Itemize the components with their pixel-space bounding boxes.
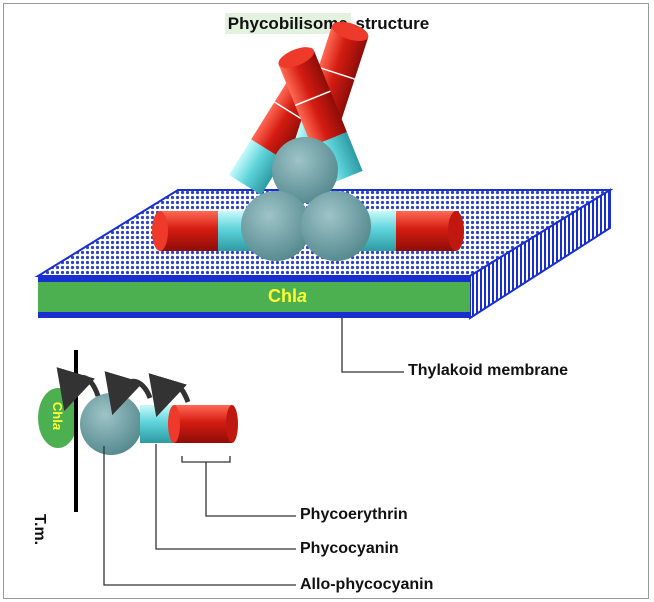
title-rest: structure [350, 14, 430, 33]
title-highlight: Phycobilisome [224, 13, 351, 34]
allophycocyanin-core [241, 137, 371, 261]
label-thylakoid-membrane: Thylakoid membrane [408, 362, 569, 379]
label-phycocyanin: Phycocyanin [300, 540, 399, 557]
chla-text: Chl [268, 286, 297, 306]
chlorophyll-layer [38, 282, 470, 312]
chla-italic: a [297, 286, 308, 306]
chla-side-italic: a [50, 422, 65, 431]
label-allophycocyanin: Allo-phycocyanin [300, 576, 434, 593]
thylakoid-pointer [341, 318, 404, 373]
chla-side-label: Chla [50, 391, 65, 441]
label-phycoerythrin: Phycoerythrin [300, 506, 408, 523]
phycobilisome-rods [228, 21, 369, 196]
figure-frame [3, 3, 649, 599]
chla-membrane-label: Chla [268, 286, 307, 307]
energy-transfer-schematic [38, 350, 296, 586]
label-tm: T.m. [31, 514, 48, 546]
diagram-title: Phycobilisome structure [0, 13, 654, 34]
chla-side-text: Chl [50, 401, 65, 423]
